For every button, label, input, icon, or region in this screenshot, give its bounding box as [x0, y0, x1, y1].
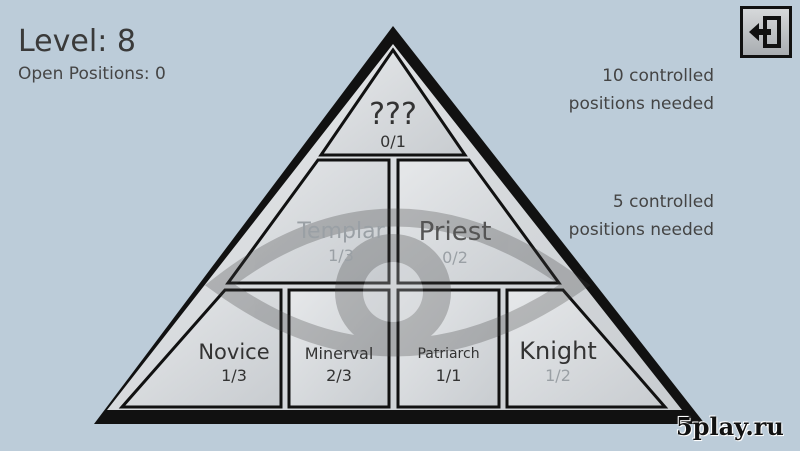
tile-minerval-label: Minerval 2/3 [291, 342, 387, 385]
position-count: 0/1 [380, 132, 406, 151]
position-count: 1/2 [545, 366, 571, 385]
top-tier-requirement: 10 controlled positions needed [514, 62, 714, 118]
tile-priest[interactable] [396, 158, 562, 285]
tile-patriarch[interactable] [396, 288, 501, 409]
exit-arrow-icon [749, 16, 781, 48]
tile-templar[interactable] [225, 158, 391, 285]
tile-templar-label: Templar 1/3 [286, 218, 396, 265]
position-name: Minerval [304, 344, 374, 363]
tile-patriarch-label: Patriarch 1/1 [400, 342, 497, 385]
tile-novice-label: Novice 1/3 [189, 338, 279, 385]
position-count: 1/1 [435, 366, 462, 385]
eye-icon [205, 208, 591, 357]
position-name: ??? [369, 97, 417, 132]
middle-tier-requirement: 5 controlled positions needed [514, 188, 714, 244]
level-label: Level: 8 [18, 24, 136, 59]
exit-button[interactable] [740, 6, 792, 58]
position-name: Novice [198, 340, 270, 364]
tile-priest-label: Priest 0/2 [400, 216, 510, 267]
requirement-line: positions needed [568, 94, 714, 114]
open-positions-label: Open Positions: 0 [18, 64, 166, 84]
tile-top-label: ??? 0/1 [343, 97, 443, 152]
position-name: Knight [519, 337, 597, 365]
tile-novice[interactable] [118, 288, 283, 409]
tile-top[interactable] [318, 47, 468, 157]
tile-minerval[interactable] [287, 288, 391, 409]
position-count: 0/2 [442, 248, 468, 267]
requirement-line: 10 controlled [602, 66, 714, 86]
tile-knight-label: Knight 1/2 [509, 336, 607, 385]
requirement-line: positions needed [568, 220, 714, 240]
position-count: 1/3 [328, 246, 354, 265]
tile-knight[interactable] [505, 288, 669, 409]
requirement-line: 5 controlled [612, 192, 714, 212]
watermark-text: 5play.ru [676, 412, 784, 441]
position-name: Templar [297, 219, 385, 244]
position-name: Patriarch [417, 346, 480, 362]
position-count: 1/3 [221, 366, 247, 385]
position-name: Priest [418, 217, 492, 247]
position-count: 2/3 [326, 366, 352, 385]
